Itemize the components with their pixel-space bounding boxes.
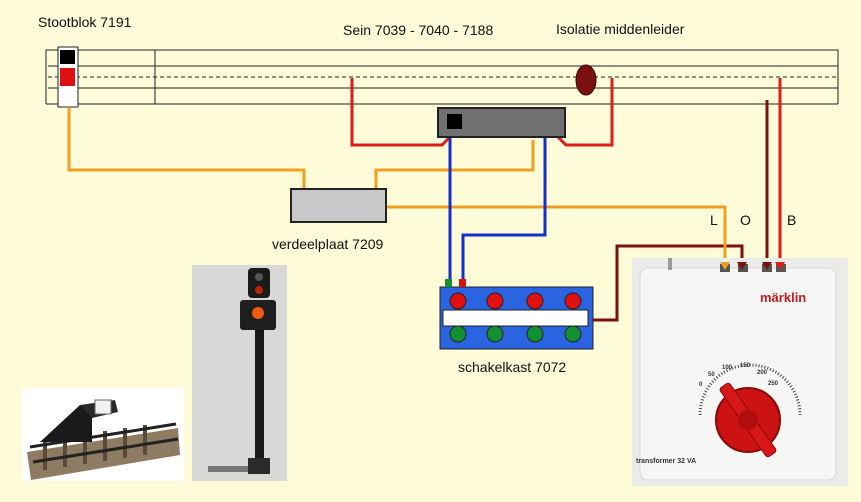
verdeelplaat-label: verdeelplaat 7209	[272, 236, 384, 252]
dial-tick-50: 50	[708, 372, 715, 378]
blue-wires	[448, 137, 547, 283]
sein-label: Sein 7039 - 7040 - 7188	[343, 22, 494, 38]
dial-tick-100: 100	[722, 365, 733, 371]
terminal-L-label: L	[710, 212, 718, 228]
signal-photo	[192, 265, 287, 481]
transformer-model-label: transformer 32 VA	[636, 458, 697, 465]
isolatie-label: Isolatie middenleider	[556, 21, 685, 37]
schakelkast-label: schakelkast 7072	[458, 359, 567, 375]
terminal-arrows	[720, 262, 785, 270]
transformer-32va	[632, 258, 848, 486]
insulator-symbol	[575, 64, 597, 96]
speed-knob	[715, 382, 781, 458]
verdeelplaat-box	[290, 188, 387, 223]
track	[45, 49, 839, 105]
buffer-stop-photo	[22, 388, 184, 481]
dial-tick-0: 0	[699, 382, 703, 388]
dial-tick-150: 150	[740, 363, 751, 369]
stootblok-label: Stootblok 7191	[38, 14, 132, 30]
schakelkast-box	[439, 279, 594, 350]
terminal-B-label: B	[787, 212, 797, 228]
buffer-stop-symbol	[57, 46, 79, 108]
dial-tick-250: 250	[768, 381, 779, 387]
terminal-O-label: O	[740, 212, 751, 228]
brown-switchbox-wire	[593, 244, 744, 322]
dial-scale-arc	[698, 363, 802, 416]
signal-module	[437, 107, 566, 138]
orange-wires	[67, 107, 727, 268]
red-signal-wires	[350, 78, 614, 147]
dial-tick-200: 200	[757, 370, 768, 376]
maerklin-logo: märklin	[760, 290, 807, 305]
